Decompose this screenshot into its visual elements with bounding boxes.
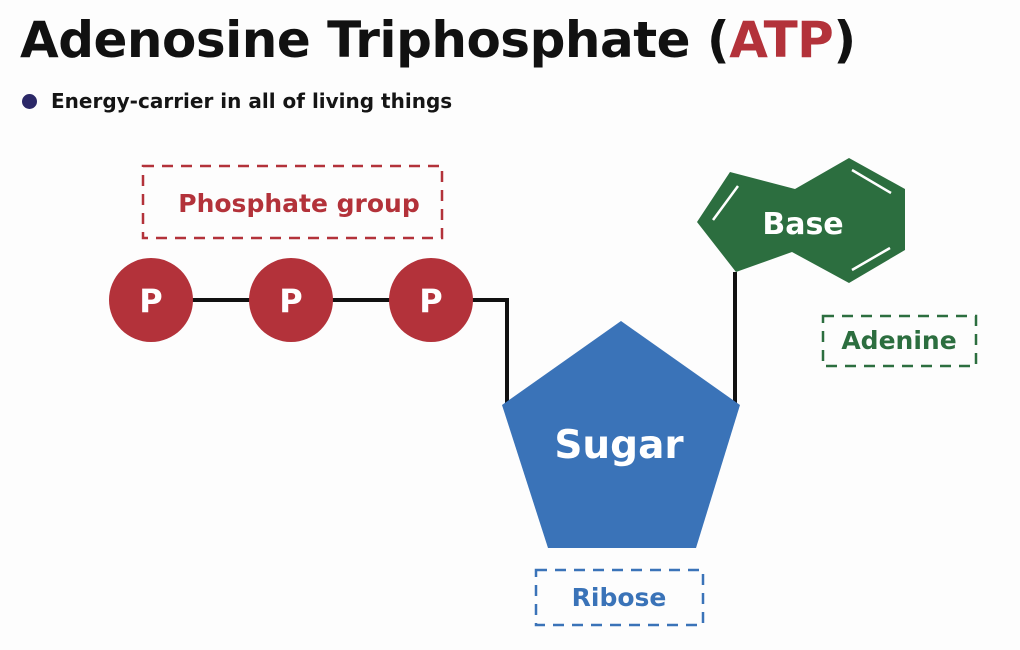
base: Base	[697, 158, 905, 283]
adenine-label: Adenine	[821, 314, 978, 368]
sugar: Sugar	[502, 321, 740, 548]
ribose-label: Ribose	[534, 568, 705, 627]
bond-p3-sugar	[460, 298, 509, 408]
bullet-point: Energy-carrier in all of living things	[22, 86, 452, 116]
title-close: )	[833, 11, 856, 69]
phosphate-circle	[109, 258, 193, 342]
ribose-text: Ribose	[572, 583, 667, 612]
base-double-bond	[711, 185, 740, 221]
sugar-label: Sugar	[554, 423, 684, 468]
base-shape	[697, 158, 905, 283]
base-label: Base	[762, 207, 843, 242]
bonds	[180, 272, 737, 408]
phosphate-group-box	[141, 164, 444, 240]
phosphate-label: P	[419, 282, 442, 320]
sugar-pentagon	[502, 321, 740, 548]
page-title: Adenosine Triphosphate (ATP)	[20, 2, 856, 78]
phosphate-label: P	[279, 282, 302, 320]
ribose-box	[534, 568, 705, 627]
bullet-text: Energy-carrier in all of living things	[51, 89, 453, 113]
phosphate-2: P	[249, 258, 333, 342]
title-accent-atp: ATP	[729, 11, 834, 69]
phosphate-label: P	[139, 282, 162, 320]
bullet-dot-icon	[22, 93, 37, 109]
phosphate-group-text: Phosphate group	[178, 189, 419, 218]
phosphate-group-label: Phosphate group	[141, 164, 444, 240]
title-main: Adenosine Triphosphate (	[20, 11, 730, 69]
adenine-box	[821, 314, 978, 368]
base-double-bond	[851, 246, 891, 272]
adenine-text: Adenine	[841, 326, 956, 355]
base-double-bond	[851, 168, 892, 195]
phosphate-3: P	[389, 258, 473, 342]
phosphate-circle	[389, 258, 473, 342]
phosphate-1: P	[109, 258, 193, 342]
phosphate-circle	[249, 258, 333, 342]
